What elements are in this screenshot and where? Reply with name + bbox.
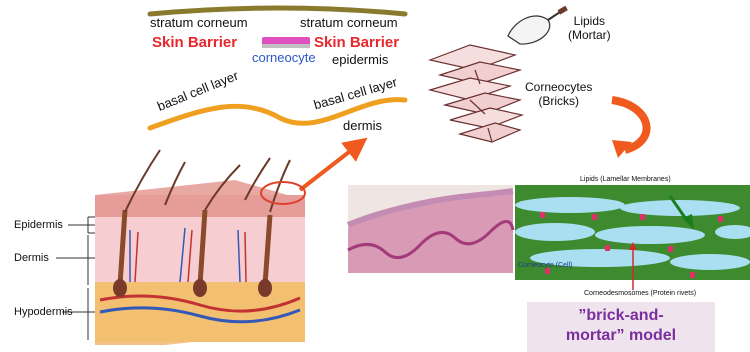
corneocytes-bricks-label: Corneocytes (Bricks) [525,80,592,108]
lipids-lamellar-label: Lipids (Lamellar Membranes) [580,176,671,183]
zoom-arrow-1 [300,145,358,190]
stratum-corneum-left-label: stratum corneum [150,15,248,30]
lipids-mortar-label: Lipids (Mortar) [568,14,611,42]
brick-mortar-micrograph [515,185,750,290]
trowel-icon [508,6,568,44]
epidermis-top-label: epidermis [332,52,388,67]
stratum-corneum-line [150,8,405,14]
skin-barrier-left-label: Skin Barrier [152,34,237,51]
corneocyte-cell-label: Corneocyte (Cell) [518,262,572,269]
model-caption-box: ”brick-and- mortar” model [527,302,715,352]
brick-wall [430,45,522,142]
hypodermis-side-label: Hypodermis [14,306,73,318]
dermis-top-label: dermis [343,118,382,133]
skin-barrier-right-label: Skin Barrier [314,34,399,51]
corneodesmosomes-label: Corneodesmosomes (Protein rivets) [584,290,696,297]
corneocyte-label: corneocyte [252,50,316,65]
dermis-side-label: Dermis [14,252,49,264]
skin-cross-section [95,150,305,345]
stratum-corneum-right-label: stratum corneum [300,15,398,30]
model-line-2: mortar” model [527,326,715,346]
epidermis-side-label: Epidermis [14,219,63,231]
model-line-1: ”brick-and- [527,306,715,326]
